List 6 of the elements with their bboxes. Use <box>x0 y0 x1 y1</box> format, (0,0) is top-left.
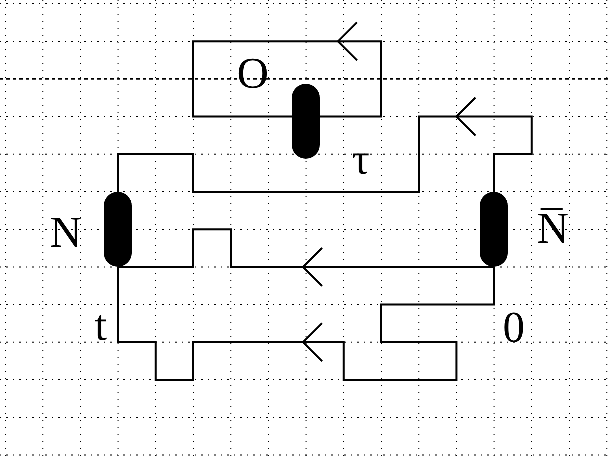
operator-label: N <box>50 211 82 255</box>
operator-label: N̅ <box>537 207 569 251</box>
loop-label: O <box>237 52 269 96</box>
time-label: t <box>94 304 108 348</box>
time-label: 0 <box>503 306 525 350</box>
parameter-label: τ <box>352 138 370 182</box>
